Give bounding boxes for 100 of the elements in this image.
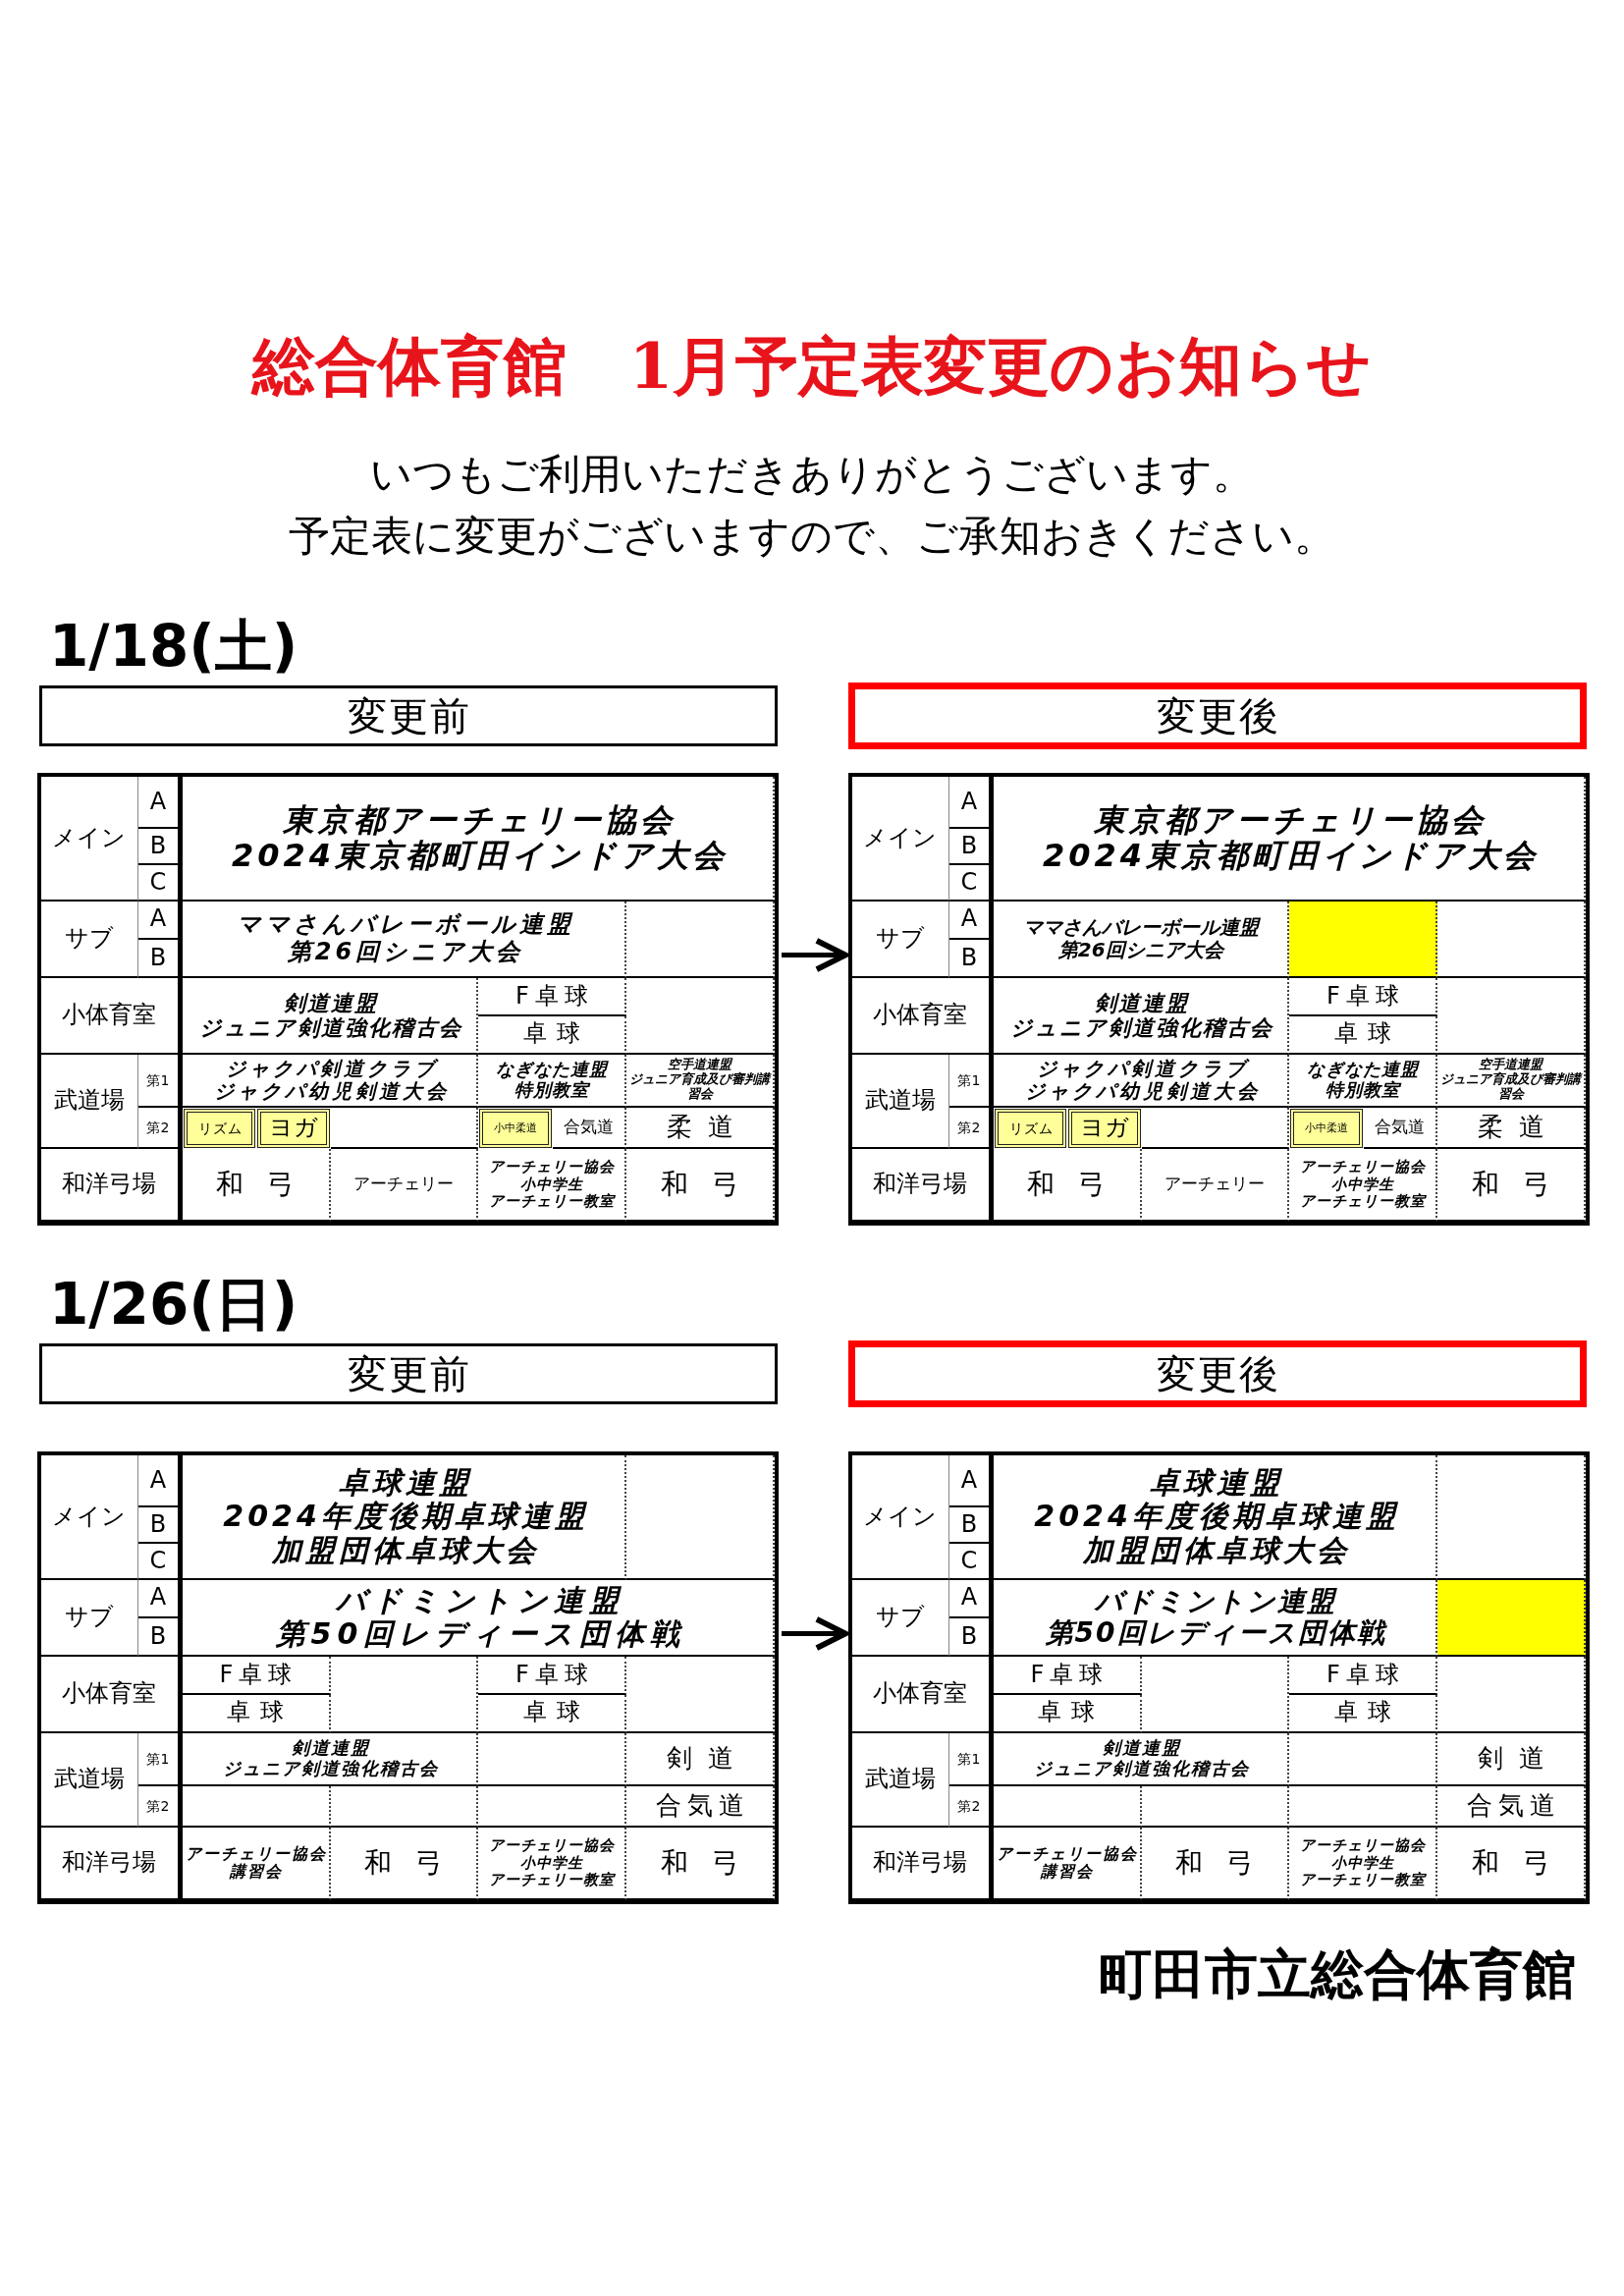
room-name: 和洋弓場: [41, 1828, 183, 1900]
slot-label: A: [137, 1579, 183, 1618]
schedule-table: [848, 773, 1590, 1226]
room-name: サブ: [852, 901, 949, 979]
highlighted-event: 小中柔道: [479, 1108, 552, 1149]
event-entry: なぎなた連盟 特別教室: [478, 1054, 627, 1108]
slot-label: C: [948, 1544, 994, 1580]
slot-label: A: [137, 1455, 183, 1508]
event-entry: 剣道連盟 ジュニア剣道強化稽古会: [993, 1732, 1290, 1786]
date-heading: 1/18(土): [49, 612, 299, 682]
schedule-table: [37, 1451, 779, 1904]
event-entry: F卓球: [1289, 1657, 1438, 1695]
event-entry: F卓球: [1289, 978, 1438, 1016]
slot-label: C: [137, 865, 183, 902]
facility-name: 町田市立総合体育館: [1098, 1942, 1576, 2007]
empty-slot: [626, 1455, 775, 1580]
slot-label: B: [948, 1617, 994, 1658]
event-entry: 卓球: [993, 1694, 1142, 1733]
room-name: メイン: [852, 777, 949, 902]
empty-slot: [330, 1657, 479, 1733]
event-entry: F卓球: [478, 1657, 627, 1695]
event-entry: F卓球: [182, 1657, 331, 1695]
event-entry: アーチェリー: [1141, 1149, 1290, 1222]
event-entry: アーチェリー協会 講習会: [182, 1828, 331, 1900]
event-entry: アーチェリー協会 小中学生 アーチェリー教室: [1289, 1828, 1438, 1900]
event-entry: ジャクパ剣道クラブ ジャクパ幼児剣道大会: [993, 1054, 1290, 1108]
empty-slot: [1437, 1455, 1586, 1580]
event-entry: ジャクパ剣道クラブ ジャクパ幼児剣道大会: [182, 1054, 479, 1108]
event-entry: 和弓: [1437, 1828, 1586, 1900]
highlight-area: [1289, 901, 1438, 979]
slot-label: A: [137, 777, 183, 830]
empty-slot: [626, 978, 775, 1055]
slot-label: 第2: [948, 1785, 994, 1829]
event-entry: 柔道: [626, 1107, 775, 1150]
empty-slot: [1437, 978, 1586, 1055]
room-name: 小体育室: [41, 978, 183, 1055]
event-entry: 合気道: [1363, 1107, 1438, 1150]
empty-slot: [993, 1785, 1142, 1829]
page-title: 総合体育館 1月予定表変更のお知らせ: [249, 328, 1374, 405]
empty-slot: [1289, 1732, 1438, 1786]
room-name: サブ: [852, 1579, 949, 1658]
room-name: 和洋弓場: [852, 1828, 994, 1900]
event-entry: ママさんバレーボール連盟 第26回シニア大会: [182, 901, 627, 979]
event-entry: 空手道連盟 ジュニア育成及び審判講習会: [626, 1054, 775, 1108]
after-heading-box: 変更後: [848, 1340, 1587, 1407]
event-entry: 東京都アーチェリー協会 2024東京都町田インドア大会: [993, 777, 1586, 902]
empty-slot: [1289, 1785, 1438, 1829]
intro-text: 予定表に変更がございますので、ご承知おきください。: [288, 511, 1336, 562]
empty-slot: [1437, 1657, 1586, 1733]
event-entry: なぎなた連盟 特別教室: [1289, 1054, 1438, 1108]
before-heading-box: 変更前: [39, 685, 778, 746]
slot-label: B: [137, 1617, 183, 1658]
event-entry: 卓球: [1289, 1015, 1438, 1055]
highlight-area: [1437, 1579, 1586, 1658]
slot-label: B: [137, 939, 183, 979]
room-name: 小体育室: [41, 1657, 183, 1733]
slot-label: B: [137, 1507, 183, 1544]
empty-slot: [626, 901, 775, 979]
event-entry: 卓球: [478, 1694, 627, 1733]
room-name: メイン: [852, 1455, 949, 1580]
event-entry: 剣道連盟 ジュニア剣道強化稽古会: [993, 978, 1290, 1055]
event-entry: 和弓: [626, 1828, 775, 1900]
slot-label: A: [948, 1455, 994, 1508]
highlighted-event: 小中柔道: [1290, 1108, 1363, 1149]
date-heading: 1/26(日): [49, 1270, 299, 1339]
highlighted-event: ヨガ: [1068, 1108, 1141, 1149]
event-entry: 卓球連盟 2024年度後期卓球連盟 加盟団体卓球大会: [993, 1455, 1438, 1580]
highlighted-event: ヨガ: [257, 1108, 330, 1149]
event-entry: 東京都アーチェリー協会 2024東京都町田インドア大会: [182, 777, 775, 902]
schedule-table: [848, 1451, 1590, 1904]
event-entry: アーチェリー協会 小中学生 アーチェリー教室: [478, 1149, 627, 1222]
slot-label: B: [137, 829, 183, 865]
slot-label: A: [948, 1579, 994, 1618]
room-name: サブ: [41, 1579, 138, 1658]
arrow: [782, 938, 848, 972]
event-entry: 和弓: [182, 1149, 331, 1222]
slot-label: 第1: [137, 1732, 183, 1786]
event-entry: 剣道: [1437, 1732, 1586, 1786]
empty-slot: [1141, 1785, 1290, 1829]
event-entry: F卓球: [993, 1657, 1142, 1695]
event-entry: 合気道: [1437, 1785, 1586, 1829]
room-name: 和洋弓場: [852, 1149, 994, 1222]
event-entry: 和弓: [1141, 1828, 1290, 1900]
event-entry: 卓球: [1289, 1694, 1438, 1733]
event-entry: 空手道連盟 ジュニア育成及び審判講習会: [1437, 1054, 1586, 1108]
before-heading-box: 変更前: [39, 1343, 778, 1404]
event-entry: F卓球: [478, 978, 627, 1016]
empty-slot: [478, 1732, 627, 1786]
slot-label: B: [948, 829, 994, 865]
slot-label: B: [948, 1507, 994, 1544]
event-entry: 和弓: [330, 1828, 479, 1900]
event-entry: 卓球: [182, 1694, 331, 1733]
highlighted-event: リズム: [994, 1108, 1067, 1149]
empty-slot: [1141, 1657, 1290, 1733]
room-name: メイン: [41, 1455, 138, 1580]
slot-label: A: [137, 901, 183, 940]
event-entry: 合気道: [626, 1785, 775, 1829]
empty-slot: [626, 1657, 775, 1733]
event-entry: アーチェリー協会 小中学生 アーチェリー教室: [478, 1828, 627, 1900]
slot-label: C: [948, 865, 994, 902]
